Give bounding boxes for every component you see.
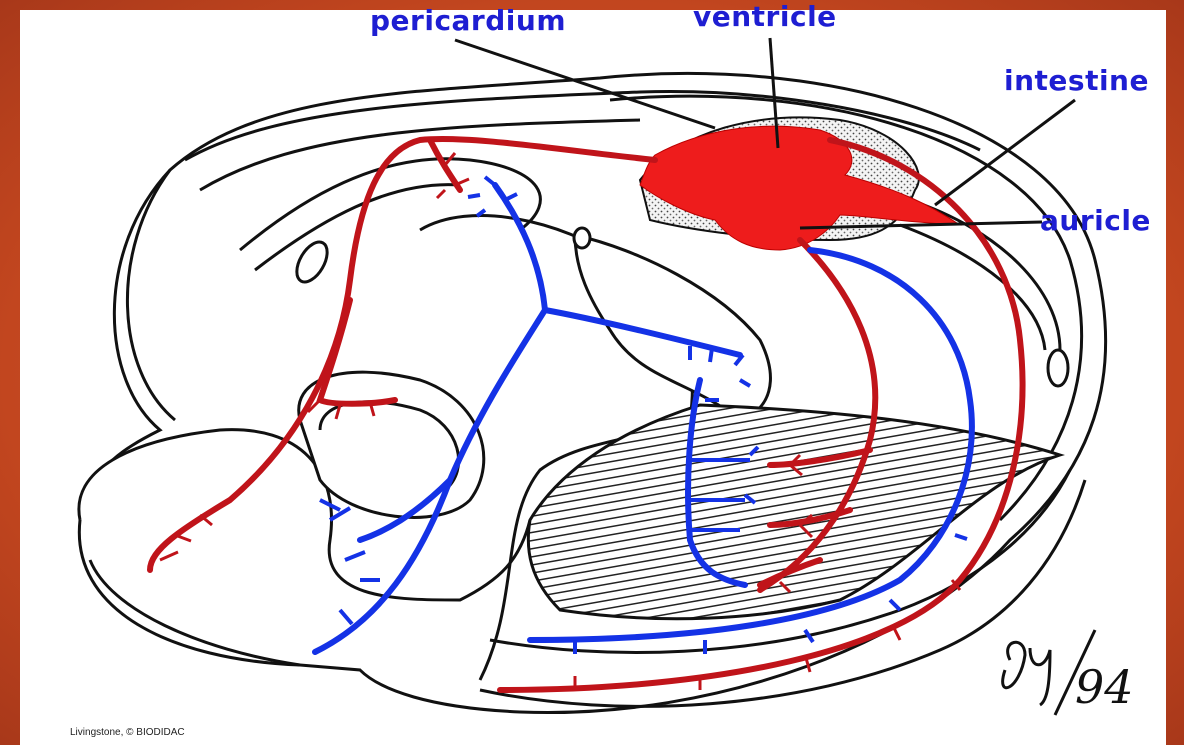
signature-year: 94: [1075, 660, 1134, 714]
